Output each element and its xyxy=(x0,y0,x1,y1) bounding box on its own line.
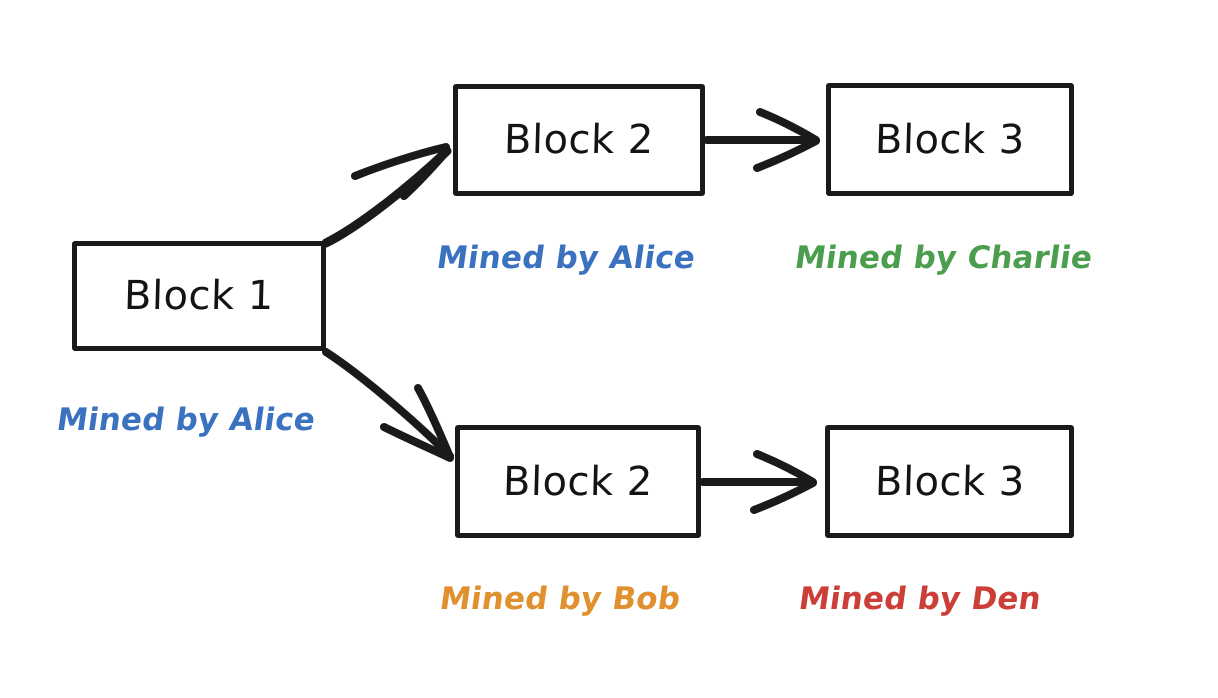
edge-block2-to-block3-top xyxy=(703,108,820,172)
block-label: Block 3 xyxy=(874,116,1026,163)
edge-block1-to-block2-top xyxy=(321,143,452,248)
block-label: Block 2 xyxy=(502,458,654,505)
miner-label-block-3-top: Mined by Charlie xyxy=(792,240,1095,276)
miner-label-block-3-bottom: Mined by Den xyxy=(796,581,1044,617)
miner-label-block-2-top: Mined by Alice xyxy=(434,240,698,276)
block-node-block-3-bottom[interactable]: Block 3 xyxy=(825,425,1074,538)
edge-block2-to-block3-bot xyxy=(699,450,817,514)
block-label: Block 2 xyxy=(503,117,655,163)
block-node-block-3-top[interactable]: Block 3 xyxy=(826,83,1074,196)
block-node-block-2-bottom[interactable]: Block 2 xyxy=(455,425,701,538)
block-node-block-1[interactable]: Block 1 xyxy=(72,241,326,351)
block-label: Block 1 xyxy=(123,273,275,319)
miner-label-block-1: Mined by Alice xyxy=(54,402,318,438)
block-node-block-2-top[interactable]: Block 2 xyxy=(453,84,705,196)
edge-block1-to-block2-bot xyxy=(322,348,454,462)
block-label: Block 3 xyxy=(873,458,1026,505)
miner-label-block-2-bottom: Mined by Bob xyxy=(437,581,683,617)
